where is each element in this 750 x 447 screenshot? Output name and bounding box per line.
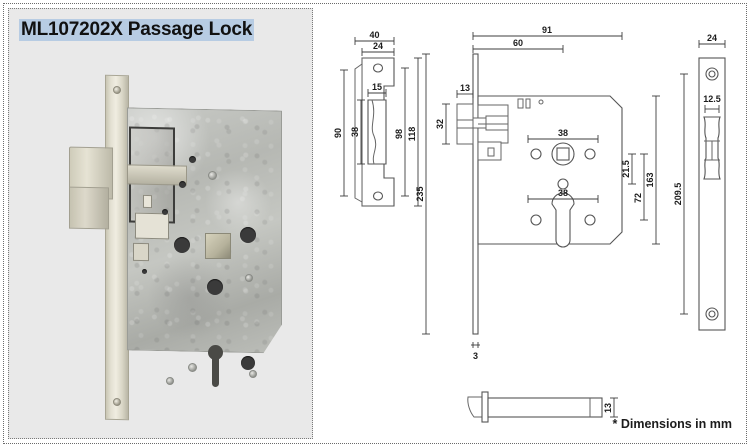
dim-faceplate-width: 24 (707, 33, 717, 43)
dim-strike-width-outer: 40 (369, 30, 379, 40)
photo-euro-cylinder-hole (207, 345, 224, 387)
faceplate-drawing: 24 12.5 209.5 (673, 33, 726, 331)
photo-faceplate-screw-bottom (113, 397, 121, 407)
dim-faceplate-total-height: 209.5 (673, 183, 683, 206)
dim-strike-hole-spacing: 98 (394, 129, 404, 139)
dim-strike-lip-height: 90 (333, 128, 343, 138)
photo-deadlatch-bar (127, 164, 187, 186)
dimensions-note: * Dimensions in mm (612, 417, 732, 431)
dim-backset-depth: 60 (513, 38, 523, 48)
photo-case-hole (189, 156, 196, 163)
dim-offset-small: 21.5 (621, 160, 631, 178)
dim-strike-width-plate: 24 (373, 41, 383, 51)
product-photo-panel: ML107202X Passage Lock (8, 8, 313, 439)
lock-body-drawing: 91 60 13 32 235 (415, 25, 660, 361)
photo-case-detail (143, 194, 152, 209)
photo-case-screw (249, 370, 257, 378)
photo-spindle-hole (205, 233, 231, 259)
dim-strike-plate-height: 118 (407, 127, 417, 142)
dim-strike-cutout-width: 15 (372, 82, 382, 92)
photo-case-hole (207, 279, 223, 295)
strike-plate-drawing: 40 24 15 90 38 (333, 30, 422, 207)
dim-latch-projection: 13 (460, 83, 470, 93)
photo-case-screw (188, 363, 197, 372)
photo-case-hole (241, 356, 255, 370)
photo-case-hole (240, 227, 256, 243)
dim-case-depth-total: 91 (542, 25, 552, 35)
photo-faceplate (105, 74, 129, 421)
photo-euro-cylinder-bore (208, 345, 223, 360)
photo-case-screw (208, 171, 217, 180)
photo-case-tab (133, 242, 149, 262)
photo-case-hole (162, 209, 168, 215)
photo-case-hole (179, 181, 186, 188)
photo-case-slot (135, 212, 169, 240)
dim-hole-span: 163 (645, 172, 655, 187)
dim-spindle-to-edge: 38 (558, 128, 568, 138)
photo-euro-cylinder-slot (212, 354, 219, 387)
photo-faceplate-screw-top (113, 85, 121, 95)
dim-latch-height: 32 (435, 119, 445, 129)
dim-strike-cutout-height: 38 (350, 127, 360, 137)
product-title-text: ML107202X Passage Lock (19, 19, 255, 41)
photo-case-screw (166, 377, 174, 385)
dim-faceplate-thickness: 3 (473, 351, 478, 361)
latch-bolt-profile-drawing: 13 (467, 391, 618, 423)
dim-latch-opening-width: 12.5 (703, 94, 721, 104)
photo-case-hole (142, 269, 147, 274)
page-title: ML107202X Passage Lock (19, 19, 255, 41)
photo-case-screw (245, 274, 253, 282)
dim-faceplate-height: 235 (415, 186, 425, 201)
lock-product-photo (9, 61, 314, 436)
technical-drawings-panel: 40 24 15 90 38 (322, 8, 742, 439)
dim-centre-distance: 72 (633, 193, 643, 203)
dim-cylinder-to-edge: 38 (558, 188, 568, 198)
dim-latch-thickness: 13 (603, 403, 613, 413)
photo-auxiliary-bolt (69, 186, 109, 230)
photo-case-hole (174, 237, 190, 253)
